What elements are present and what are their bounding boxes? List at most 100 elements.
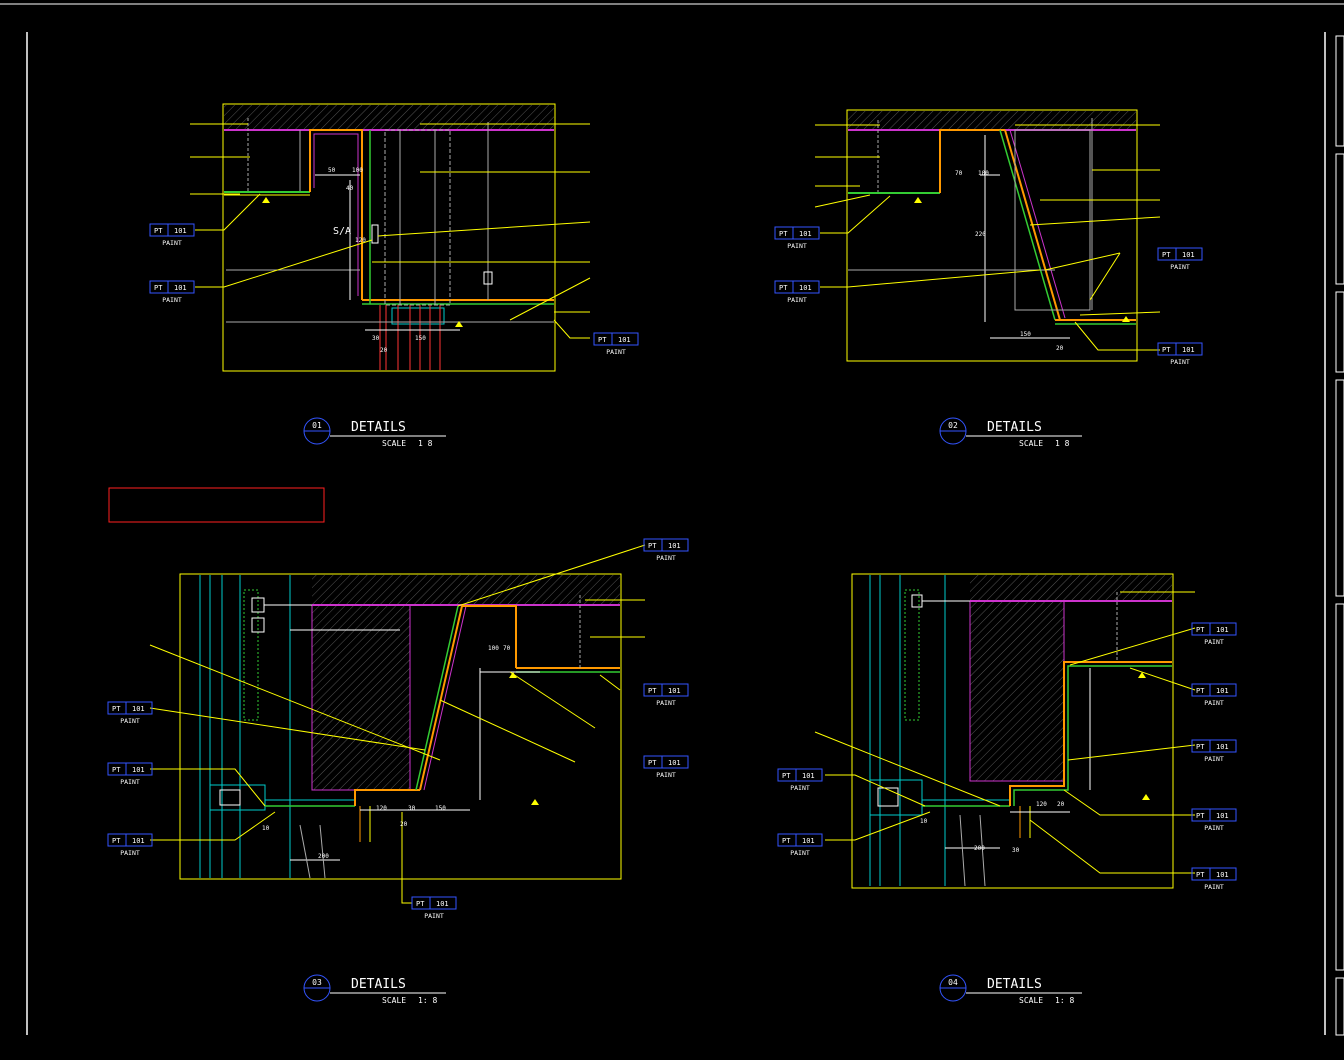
detail-title: DETAILS: [351, 420, 406, 435]
tag-number: 101: [1182, 346, 1195, 354]
paint-tag: PT 101 PAINT: [1157, 342, 1203, 366]
dimension-value: 150: [1020, 331, 1031, 338]
tag-paint: PAINT: [120, 717, 140, 725]
tag-paint: PAINT: [656, 699, 676, 707]
tag-number: 101: [1216, 871, 1229, 879]
tag-paint: PAINT: [1204, 883, 1224, 891]
scale-value: 1 8: [418, 439, 433, 448]
paint-tag: PT 101 PAINT: [777, 768, 823, 792]
dimension-value: 200: [974, 845, 985, 852]
paint-tag: PT 101 PAINT: [1157, 247, 1203, 271]
tag-code: PT: [1196, 812, 1205, 820]
tag-number: 101: [802, 837, 815, 845]
tag-number: 101: [668, 687, 681, 695]
tag-number: 101: [1216, 626, 1229, 634]
dimensions: 100 50 40 120 30 20 150 70 100 220 150 2…: [262, 167, 1065, 860]
section-mark: S/A: [333, 226, 351, 237]
tag-paint: PAINT: [1204, 755, 1224, 763]
detail-title: DETAILS: [987, 977, 1042, 992]
dimension-value: 70: [503, 645, 511, 652]
tag-code: PT: [1196, 626, 1205, 634]
tag-code: PT: [779, 230, 788, 238]
tag-paint: PAINT: [1204, 824, 1224, 832]
scale-label: SCALE: [1019, 439, 1043, 448]
paint-tags: PT 101 PAINT PT 101 PAINT PT 101 PAINT P…: [107, 223, 1237, 920]
tag-number: 101: [618, 336, 631, 344]
dimension-value: 200: [318, 853, 329, 860]
tag-code: PT: [648, 687, 657, 695]
detail-02-drawing: [814, 109, 1161, 362]
tag-number: 101: [132, 837, 145, 845]
dimension-value: 120: [355, 237, 366, 244]
detail-01-drawing: [190, 103, 591, 372]
tag-paint: PAINT: [790, 784, 810, 792]
tag-code: PT: [1162, 251, 1171, 259]
tag-number: 101: [668, 542, 681, 550]
paint-tag: PT 101 PAINT: [643, 538, 689, 562]
tag-number: 101: [1216, 743, 1229, 751]
tag-code: PT: [1162, 346, 1171, 354]
tag-paint: PAINT: [162, 296, 182, 304]
paint-tag: PT 101 PAINT: [1191, 622, 1237, 646]
dimension-value: 70: [955, 170, 963, 177]
tag-paint: PAINT: [424, 912, 444, 920]
detail-number: 04: [948, 978, 958, 987]
tag-code: PT: [1196, 743, 1205, 751]
tag-number: 101: [1216, 687, 1229, 695]
paint-tag: PT 101 PAINT: [107, 833, 153, 857]
sheet-frame: [0, 3, 1344, 1036]
tag-code: PT: [782, 772, 791, 780]
tag-code: PT: [779, 284, 788, 292]
title-block-d1: 01 DETAILS SCALE 1 8: [303, 417, 446, 448]
tag-code: PT: [1196, 687, 1205, 695]
tag-paint: PAINT: [1170, 263, 1190, 271]
dimension-value: 30: [408, 805, 416, 812]
paint-tag: PT 101 PAINT: [643, 683, 689, 707]
tag-code: PT: [154, 284, 163, 292]
scale-label: SCALE: [382, 439, 406, 448]
tag-paint: PAINT: [656, 771, 676, 779]
tag-number: 101: [799, 230, 812, 238]
paint-tag: PT 101 PAINT: [774, 280, 820, 304]
tag-paint: PAINT: [1170, 358, 1190, 366]
paint-tag: PT 101 PAINT: [411, 896, 457, 920]
tag-paint: PAINT: [120, 778, 140, 786]
tag-number: 101: [1216, 812, 1229, 820]
dimension-value: 20: [400, 821, 408, 828]
scale-value: 1: 8: [1055, 996, 1074, 1005]
tag-code: PT: [782, 837, 791, 845]
tag-paint: PAINT: [120, 849, 140, 857]
tag-number: 101: [668, 759, 681, 767]
detail-number: 03: [312, 978, 322, 987]
paint-tag: PT 101 PAINT: [593, 332, 639, 356]
paint-tag: PT 101 PAINT: [107, 762, 153, 786]
paint-tag: PT 101 PAINT: [777, 833, 823, 857]
dimension-value: 150: [435, 805, 446, 812]
tag-code: PT: [1196, 871, 1205, 879]
detail-number: 02: [948, 421, 958, 430]
dimension-value: 220: [975, 231, 986, 238]
tag-paint: PAINT: [1204, 699, 1224, 707]
tag-code: PT: [648, 542, 657, 550]
dimension-value: 10: [262, 825, 270, 832]
paint-tag: PT 101 PAINT: [1191, 808, 1237, 832]
tag-number: 101: [132, 766, 145, 774]
tag-number: 101: [436, 900, 449, 908]
tag-code: PT: [598, 336, 607, 344]
dimension-value: 100: [978, 170, 989, 177]
paint-tag: PT 101 PAINT: [643, 755, 689, 779]
detail-title: DETAILS: [987, 420, 1042, 435]
title-block-d4: 04 DETAILS SCALE 1: 8: [939, 974, 1082, 1005]
paint-tag: PT 101 PAINT: [149, 223, 195, 247]
tag-paint: PAINT: [162, 239, 182, 247]
tag-number: 101: [1182, 251, 1195, 259]
tag-paint: PAINT: [787, 296, 807, 304]
dimension-value: 120: [376, 805, 387, 812]
tag-number: 101: [174, 284, 187, 292]
tag-paint: PAINT: [1204, 638, 1224, 646]
tag-number: 101: [799, 284, 812, 292]
dimension-value: 120: [1036, 801, 1047, 808]
dimension-value: 20: [1056, 345, 1064, 352]
paint-tag: PT 101 PAINT: [149, 280, 195, 304]
dimension-value: 40: [346, 185, 354, 192]
